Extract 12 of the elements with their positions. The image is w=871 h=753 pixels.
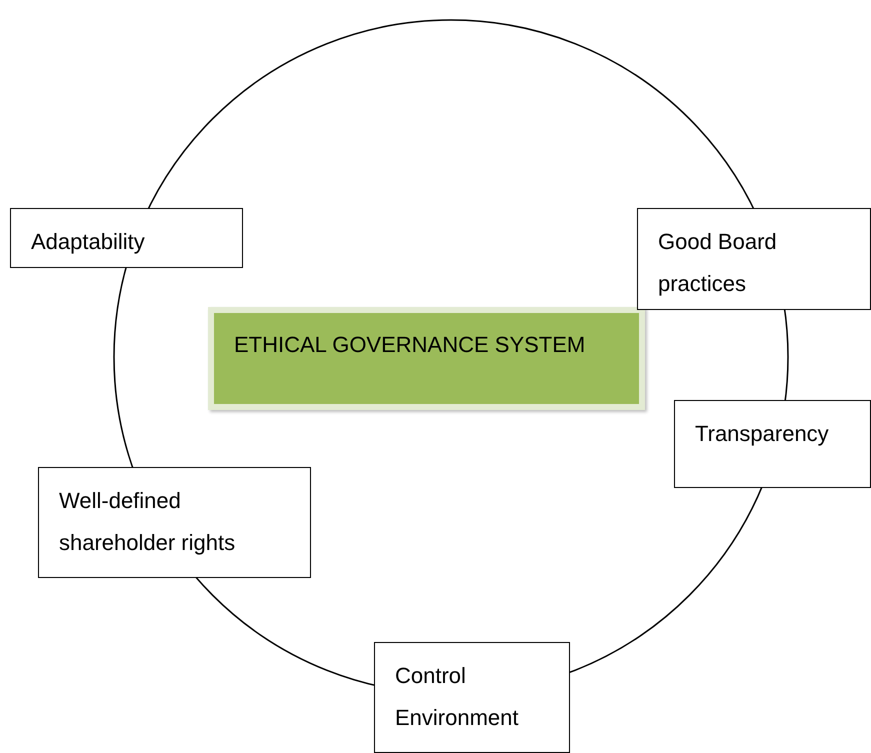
box-label: Control Environment <box>395 662 520 732</box>
title-box <box>208 307 645 410</box>
box-label: Well-defined shareholder rights <box>59 487 236 557</box>
label-box <box>674 400 871 488</box>
title-text: ETHICAL GOVERNANCE SYSTEM <box>234 331 586 358</box>
label-box <box>10 208 243 268</box>
label-box <box>374 642 570 753</box>
box-label: Adaptability <box>31 228 146 256</box>
label-box <box>637 208 871 310</box>
label-box <box>38 467 311 578</box>
box-label: Transparency <box>695 420 830 448</box>
box-label: Good Board practices <box>658 228 778 298</box>
